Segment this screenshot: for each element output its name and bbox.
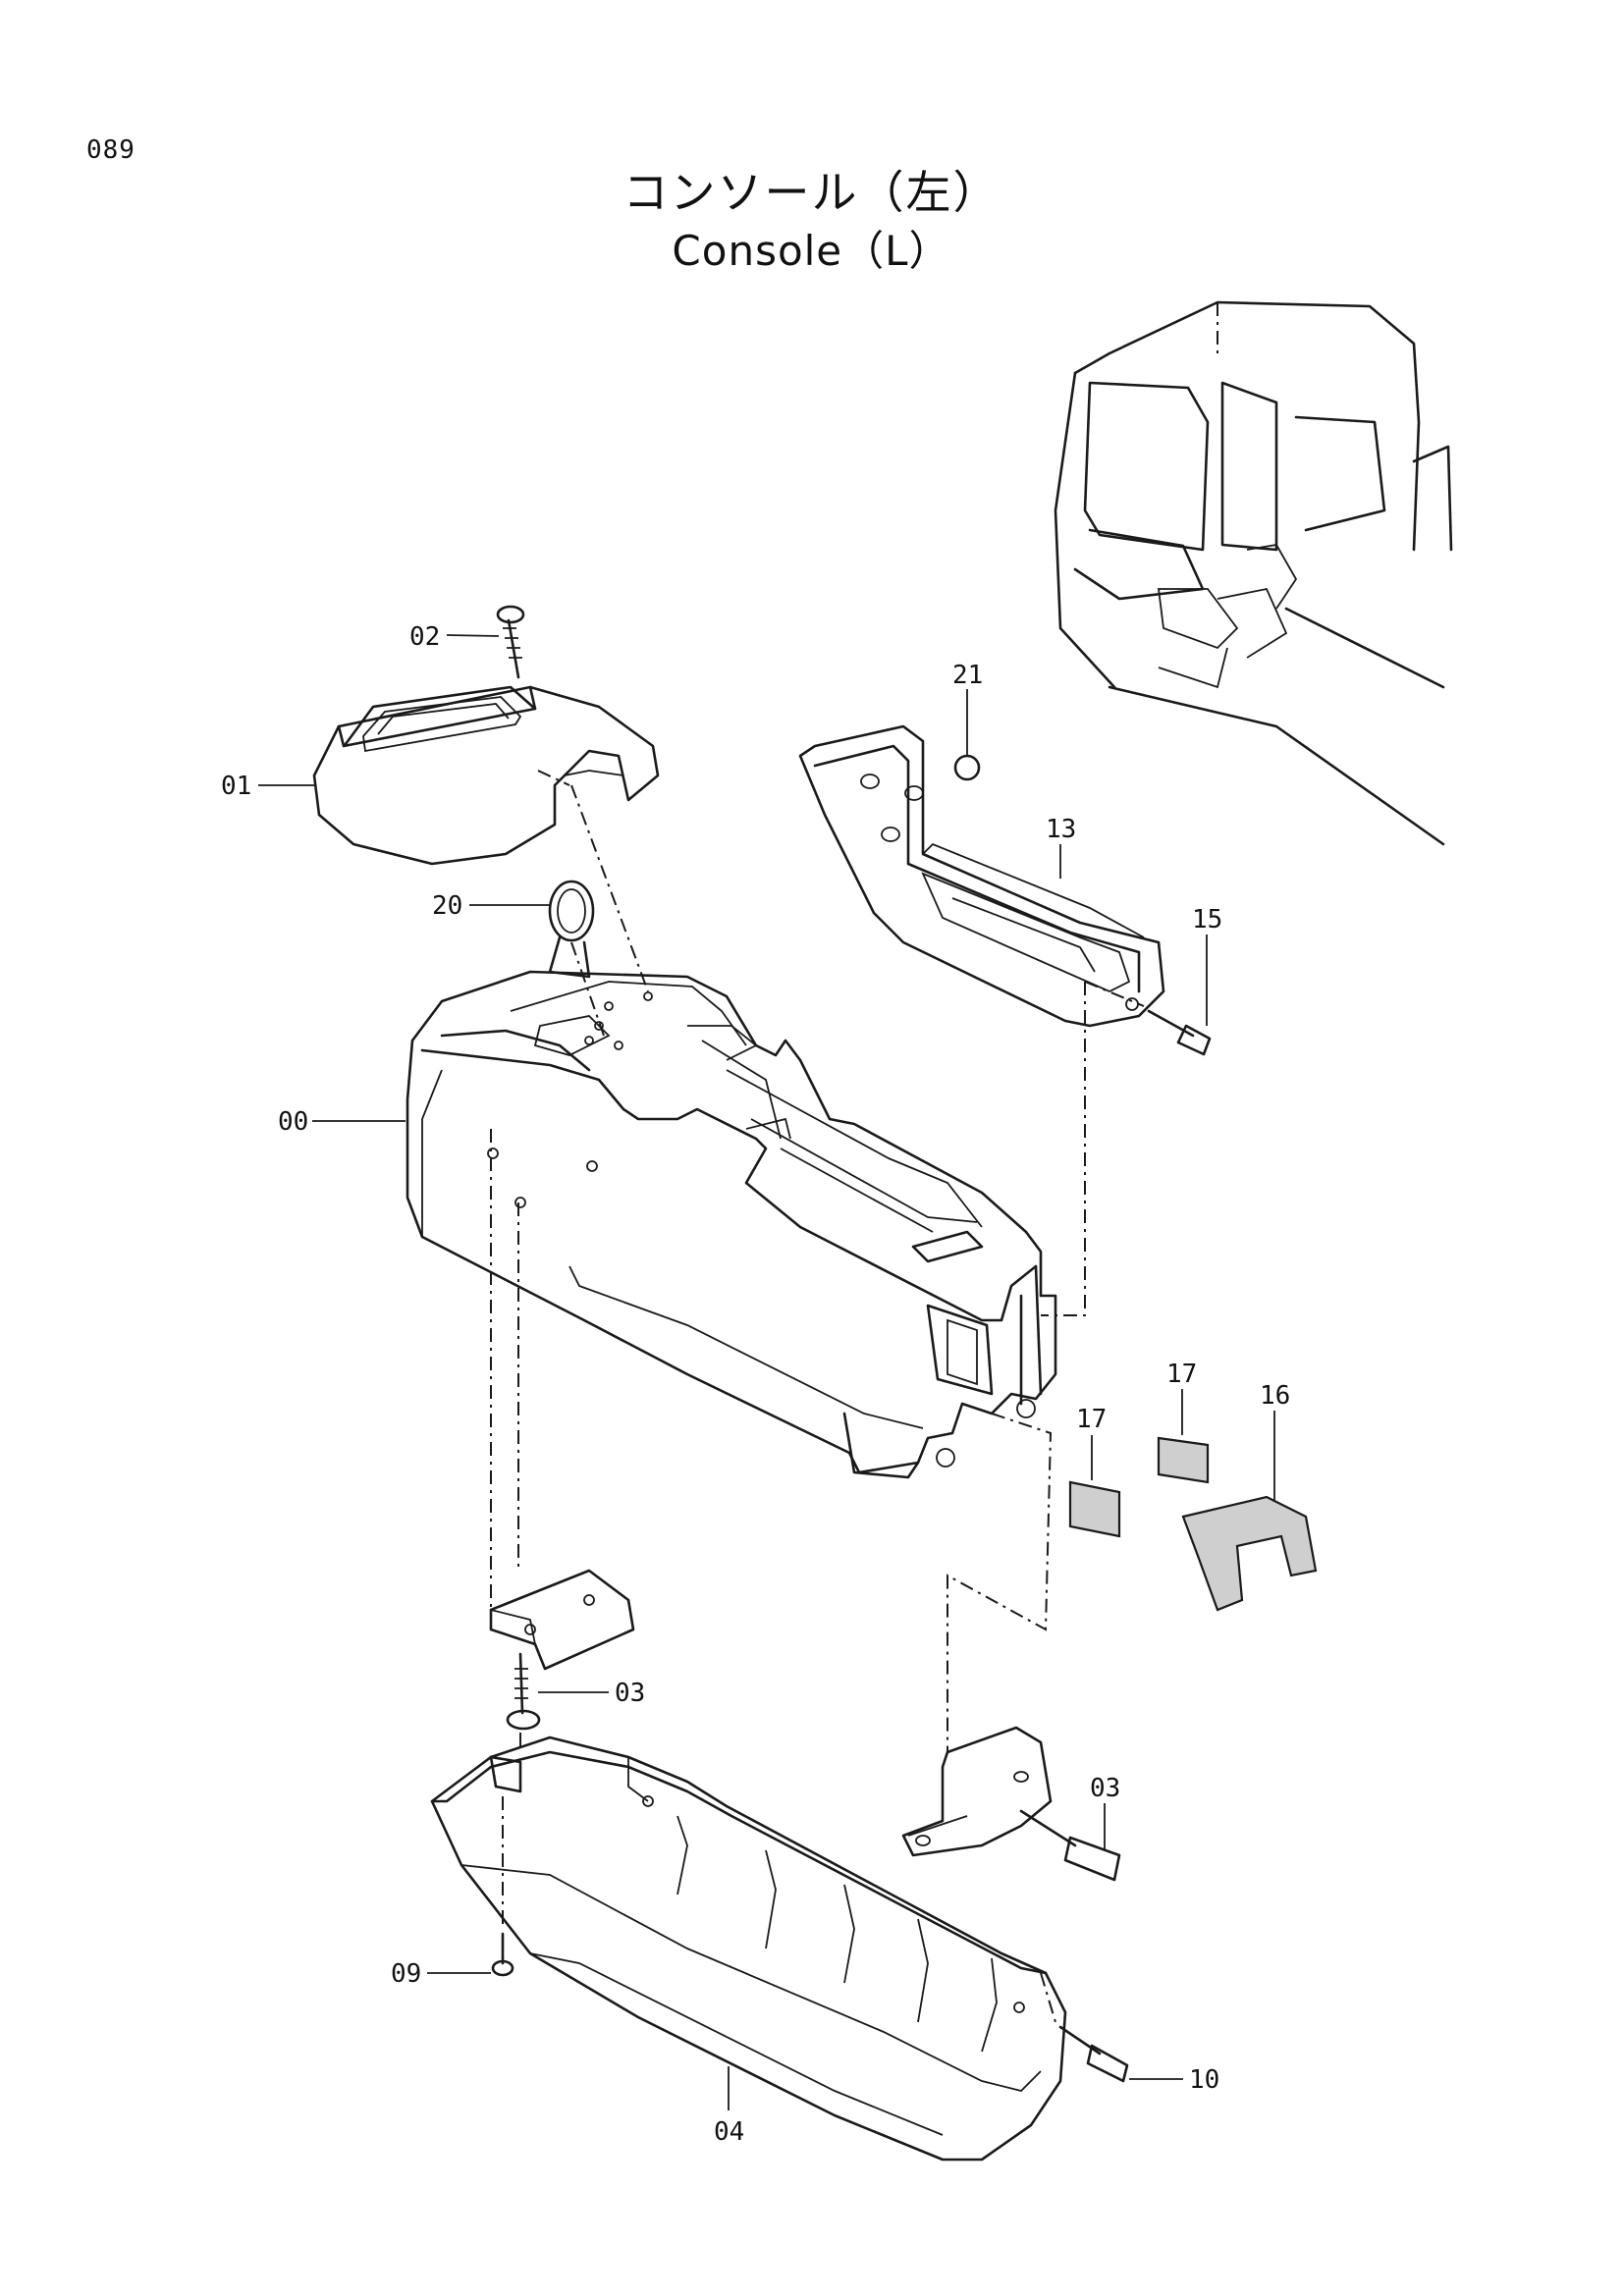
part-02-bolt xyxy=(496,605,525,679)
page-number: 089 xyxy=(86,135,135,165)
part-01-upper-cover xyxy=(312,685,660,866)
part-10-bolt xyxy=(1058,2025,1129,2083)
label-03-left: 03 xyxy=(615,1679,645,1708)
label-17-b: 17 xyxy=(1166,1360,1197,1389)
part-20-clamp xyxy=(548,880,595,979)
label-21: 21 xyxy=(952,661,983,690)
part-labels: 02 01 20 00 21 13 15 17 17 16 03 03 09 0… xyxy=(221,622,1290,2147)
label-10: 10 xyxy=(1189,2065,1219,2095)
leader-lines xyxy=(258,634,1275,2110)
bracket-lower-left xyxy=(489,1569,635,1671)
title-japanese: コンソール（左） xyxy=(622,166,1001,219)
label-09: 09 xyxy=(391,1959,421,1989)
part-16-u-seal xyxy=(1181,1495,1318,1612)
part-17-pad-a xyxy=(1068,1480,1121,1538)
label-02: 02 xyxy=(409,622,440,652)
label-16: 16 xyxy=(1260,1381,1290,1411)
part-03-bolt-left xyxy=(506,1652,541,1731)
label-00: 00 xyxy=(278,1107,308,1137)
part-04-lower-tray xyxy=(430,1735,1067,2162)
bracket-lower-right xyxy=(901,1726,1053,1857)
part-00-console-body xyxy=(406,970,1057,1479)
part-17-pad-b xyxy=(1157,1436,1210,1484)
title-english: Console（L） xyxy=(672,227,951,275)
label-15: 15 xyxy=(1192,905,1222,934)
label-01: 01 xyxy=(221,772,251,801)
label-04: 04 xyxy=(714,2117,744,2147)
label-03-right: 03 xyxy=(1090,1774,1120,1803)
part-13-armrest xyxy=(798,724,1165,1028)
assembly-lines xyxy=(490,770,1145,2023)
part-03-bolt-right xyxy=(1019,1809,1121,1882)
part-09-bolt xyxy=(491,1932,514,1977)
label-17-a: 17 xyxy=(1076,1405,1107,1434)
part-15-bolt xyxy=(1147,1009,1212,1056)
label-20: 20 xyxy=(432,891,462,921)
cab-inset-drawing xyxy=(1054,300,1453,846)
label-13: 13 xyxy=(1046,815,1076,844)
part-21-cap xyxy=(953,754,981,781)
